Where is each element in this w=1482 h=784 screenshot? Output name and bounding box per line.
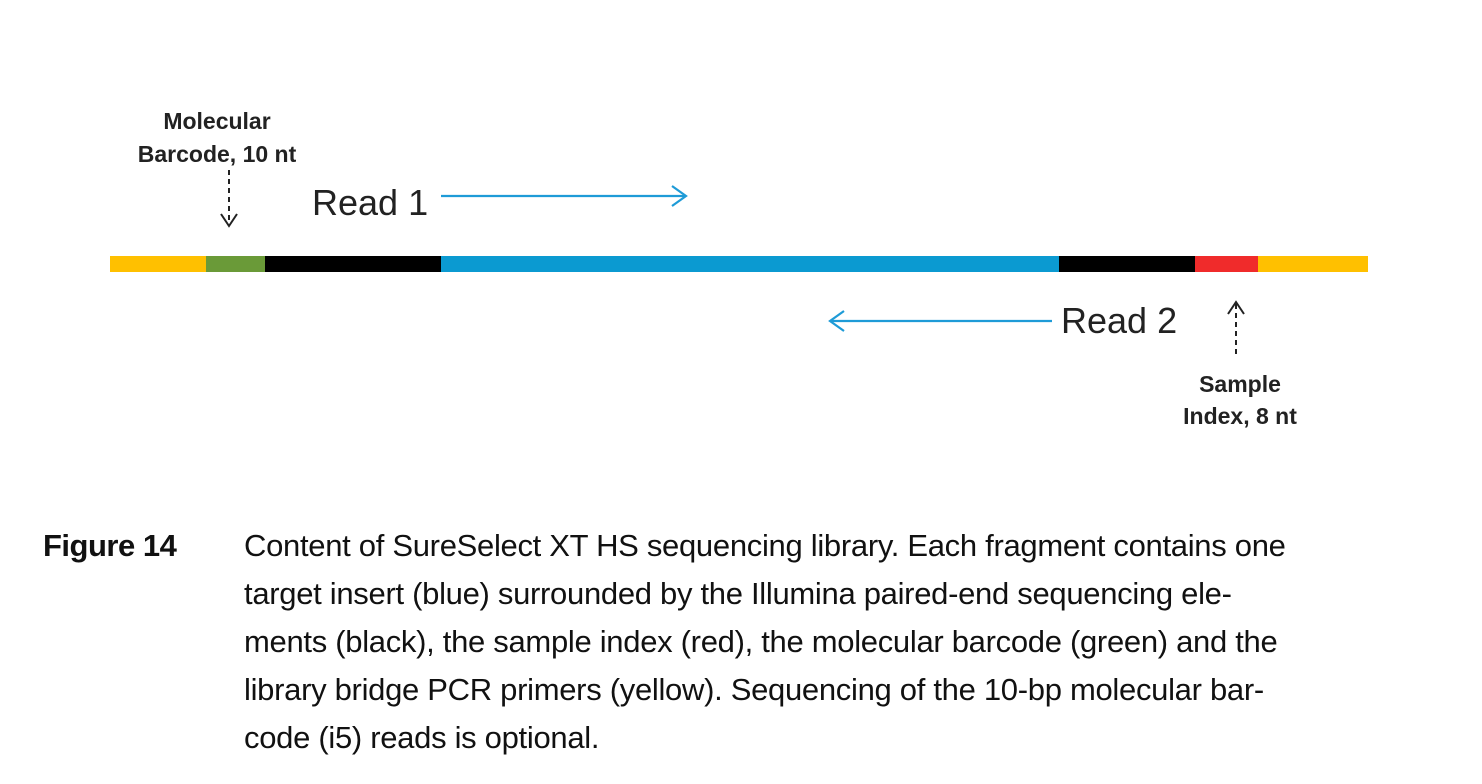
figure-number: Figure 14	[43, 528, 177, 563]
library-bridge-pcr-primer-left	[110, 256, 207, 272]
caption-line: library bridge PCR primers (yellow). Seq…	[244, 672, 1264, 707]
caption-line: target insert (blue) surrounded by the I…	[244, 576, 1232, 611]
molecular-barcode-pointer-arrow	[220, 170, 238, 228]
caption-line: Content of SureSelect XT HS sequencing l…	[244, 528, 1286, 563]
library-bridge-pcr-primer-right	[1258, 256, 1368, 272]
sequencing-element-left	[265, 256, 442, 272]
read1-arrow	[441, 185, 688, 207]
sample-index-pointer-arrow	[1227, 300, 1245, 358]
sample-index-label-line2: Index, 8 nt	[1183, 403, 1297, 429]
target-insert	[441, 256, 1060, 272]
read1-label: Read 1	[312, 182, 428, 223]
caption-text: Content of SureSelect XT HS sequencing l…	[244, 522, 1434, 762]
molecular-barcode-label-line1: Molecular	[163, 108, 270, 134]
molecular-barcode-segment	[206, 256, 266, 272]
library-fragment-bar	[110, 256, 1368, 272]
sample-index-label-line1: Sample	[1199, 371, 1281, 397]
caption-line: ments (black), the sample index (red), t…	[244, 624, 1278, 659]
molecular-barcode-label-line2: Barcode, 10 nt	[138, 141, 297, 167]
caption-line: code (i5) reads is optional.	[244, 720, 600, 755]
sample-index-segment	[1195, 256, 1259, 272]
read2-label: Read 2	[1061, 300, 1177, 341]
sequencing-element-right	[1059, 256, 1196, 272]
read2-arrow	[828, 310, 1052, 332]
